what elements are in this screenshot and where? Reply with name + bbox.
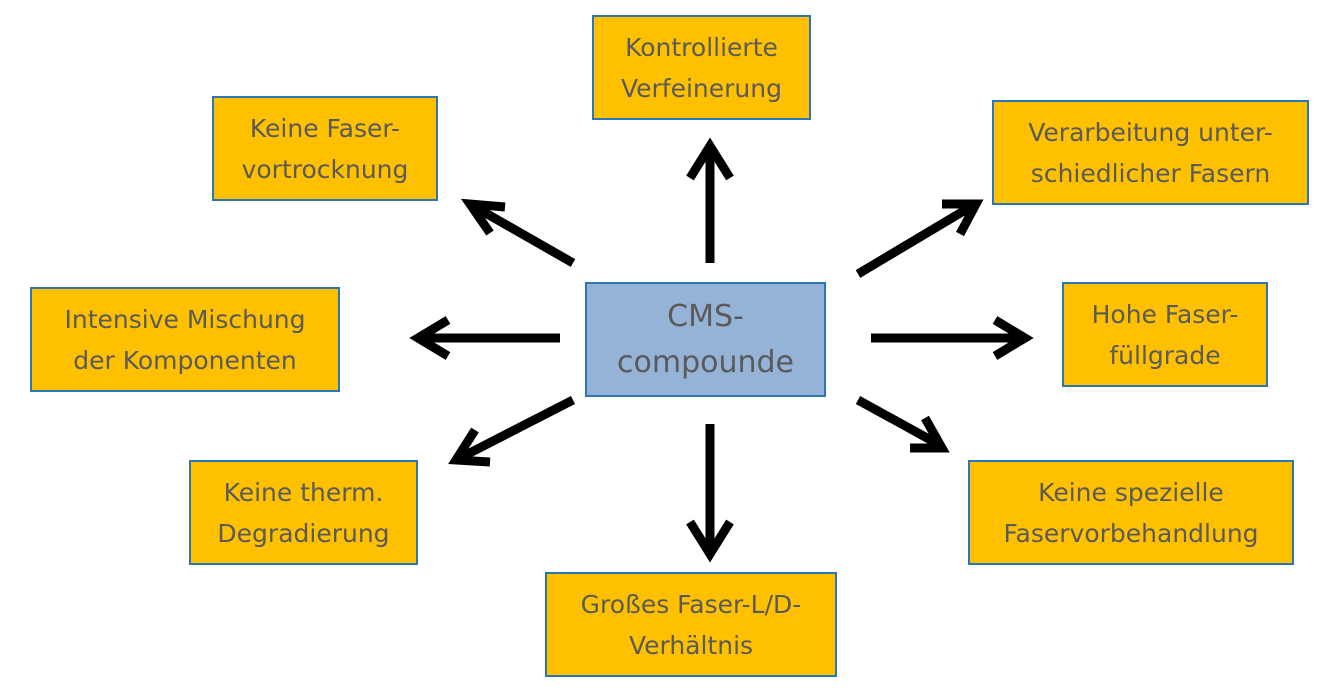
arrow-bottom [686, 424, 734, 563]
center-label-line1: CMS- [667, 298, 744, 334]
box-top-line1: Kontrollierte [625, 32, 778, 62]
arrow-left [409, 316, 560, 360]
arrow-top-left [460, 198, 576, 267]
center-box: CMS- compounde [585, 282, 826, 397]
box-right-line1: Hohe Faser- [1091, 299, 1239, 329]
box-top-right-line2: schiedlicher Fasern [1030, 158, 1271, 188]
box-top-left-line2: vortrocknung [241, 154, 409, 184]
center-label-line2: compounde [617, 344, 794, 380]
box-verarbeitung-fasern: Verarbeitung unter- schiedlicher Fasern [992, 100, 1309, 205]
arrow-bottom-left [448, 395, 576, 467]
box-intensive-mischung: Intensive Mischung der Komponenten [30, 287, 340, 392]
box-bottom-line1: Großes Faser-L/D- [580, 589, 802, 619]
box-bottom-left-line2: Degradierung [217, 518, 390, 548]
box-right-line2: füllgrade [1109, 340, 1221, 370]
box-keine-faservorbehandlung: Keine spezielle Faservorbehandlung [968, 460, 1294, 565]
box-bottom-right-line1: Keine spezielle [1038, 477, 1224, 507]
box-bottom-line2: Verhältnis [628, 630, 754, 660]
box-kontrollierte-verfeinerung: Kontrollierte Verfeinerung [592, 15, 811, 120]
box-hohe-faserfuellgrade: Hohe Faser- füllgrade [1062, 282, 1268, 387]
arrow-right [871, 316, 1034, 360]
box-grosses-ld-verhaeltnis: Großes Faser-L/D- Verhältnis [545, 572, 837, 677]
box-bottom-left-line1: Keine therm. [223, 477, 384, 507]
arrow-bottom-right [855, 396, 950, 453]
box-bottom-right-line2: Faservorbehandlung [1003, 518, 1259, 548]
arrow-top [686, 137, 734, 263]
box-top-right-line1: Verarbeitung unter- [1028, 117, 1273, 147]
box-left-line2: der Komponenten [73, 345, 297, 375]
arrow-top-right [855, 199, 984, 278]
box-keine-therm-degradierung: Keine therm. Degradierung [189, 460, 418, 565]
box-left-line1: Intensive Mischung [64, 304, 306, 334]
box-top-left-line1: Keine Faser- [249, 113, 401, 143]
box-top-line2: Verfeinerung [620, 73, 782, 103]
box-keine-faservortrocknung: Keine Faser- vortrocknung [212, 96, 438, 201]
